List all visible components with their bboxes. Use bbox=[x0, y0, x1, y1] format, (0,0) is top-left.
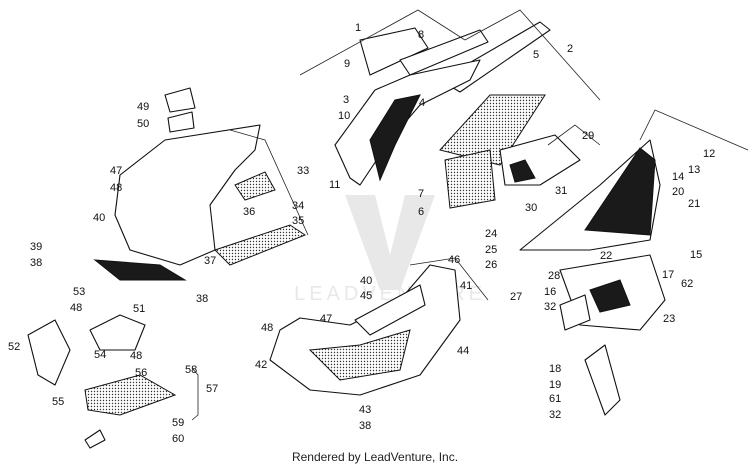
callout-26: 26 bbox=[485, 259, 497, 271]
leader-lines bbox=[191, 9, 749, 421]
callout-48b: 48 bbox=[70, 302, 82, 314]
callout-60: 60 bbox=[172, 433, 184, 445]
callout-42: 42 bbox=[255, 359, 267, 371]
callout-48c: 48 bbox=[130, 350, 142, 362]
callout-12: 12 bbox=[703, 148, 715, 160]
callout-2: 2 bbox=[567, 43, 573, 55]
callout-23: 23 bbox=[663, 313, 675, 325]
callout-36: 36 bbox=[243, 206, 255, 218]
callout-17: 17 bbox=[662, 269, 674, 281]
callout-28: 28 bbox=[548, 270, 560, 282]
callout-7: 7 bbox=[418, 188, 424, 200]
callout-18: 18 bbox=[549, 363, 561, 375]
callout-44: 44 bbox=[457, 345, 469, 357]
callout-24: 24 bbox=[485, 228, 497, 240]
callout-1: 1 bbox=[355, 22, 361, 34]
side-panel-assembly bbox=[519, 139, 666, 416]
callout-27: 27 bbox=[510, 291, 522, 303]
bracket-parts bbox=[27, 314, 177, 449]
callout-47b: 47 bbox=[320, 313, 332, 325]
belly-pan-assembly bbox=[269, 264, 461, 396]
callout-25: 25 bbox=[485, 244, 497, 256]
callout-19: 19 bbox=[549, 379, 561, 391]
callout-22: 22 bbox=[600, 250, 612, 262]
callout-55: 55 bbox=[52, 396, 64, 408]
callout-31: 31 bbox=[555, 185, 567, 197]
callout-9: 9 bbox=[344, 58, 350, 70]
callout-29: 29 bbox=[582, 130, 594, 142]
callout-56: 56 bbox=[135, 367, 147, 379]
callout-37: 37 bbox=[204, 255, 216, 267]
callout-62: 62 bbox=[681, 278, 693, 290]
callout-39: 39 bbox=[30, 241, 42, 253]
callout-21: 21 bbox=[688, 198, 700, 210]
callout-41: 41 bbox=[460, 280, 472, 292]
callout-8: 8 bbox=[418, 29, 424, 41]
callout-35: 35 bbox=[292, 215, 304, 227]
callout-32b: 32 bbox=[549, 409, 561, 421]
callout-11: 11 bbox=[329, 179, 340, 191]
windshield-assembly bbox=[334, 21, 581, 209]
callout-13: 13 bbox=[688, 164, 700, 176]
hood-assembly bbox=[93, 87, 307, 281]
callout-59: 59 bbox=[172, 417, 184, 429]
callout-46: 46 bbox=[448, 254, 460, 266]
exploded-parts-diagram: LEADVENTURE bbox=[8, 9, 749, 449]
callout-20: 20 bbox=[672, 186, 684, 198]
callout-52: 52 bbox=[8, 341, 20, 353]
callout-47a: 47 bbox=[110, 165, 122, 177]
callout-38a: 38 bbox=[30, 257, 42, 269]
callout-51: 51 bbox=[133, 303, 145, 315]
callout-labels: 1 2 3 4 5 6 7 8 9 10 11 12 13 14 15 16 1… bbox=[8, 22, 715, 445]
callout-4: 4 bbox=[419, 97, 425, 109]
callout-40a: 40 bbox=[93, 212, 105, 224]
callout-54: 54 bbox=[94, 349, 106, 361]
callout-48d: 48 bbox=[261, 322, 273, 334]
callout-45: 45 bbox=[360, 290, 372, 302]
callout-33: 33 bbox=[297, 165, 309, 177]
footer-credit: Rendered by LeadVenture, Inc. bbox=[291, 450, 459, 464]
callout-49: 49 bbox=[137, 101, 149, 113]
callout-5: 5 bbox=[533, 49, 539, 61]
callout-38b: 38 bbox=[196, 293, 208, 305]
callout-61: 61 bbox=[549, 393, 561, 405]
callout-6: 6 bbox=[418, 206, 424, 218]
callout-30: 30 bbox=[525, 202, 537, 214]
callout-34: 34 bbox=[292, 200, 304, 212]
callout-58: 58 bbox=[185, 364, 197, 376]
callout-16: 16 bbox=[544, 286, 556, 298]
callout-38c: 38 bbox=[359, 420, 371, 432]
callout-15: 15 bbox=[690, 249, 702, 261]
callout-14: 14 bbox=[672, 171, 684, 183]
callout-50: 50 bbox=[137, 118, 149, 130]
callout-40b: 40 bbox=[360, 275, 372, 287]
callout-57: 57 bbox=[206, 383, 218, 395]
callout-53: 53 bbox=[73, 286, 85, 298]
callout-10: 10 bbox=[338, 110, 350, 122]
callout-43: 43 bbox=[359, 404, 371, 416]
callout-48a: 48 bbox=[110, 182, 122, 194]
callout-32a: 32 bbox=[544, 301, 556, 313]
callout-3: 3 bbox=[343, 94, 349, 106]
